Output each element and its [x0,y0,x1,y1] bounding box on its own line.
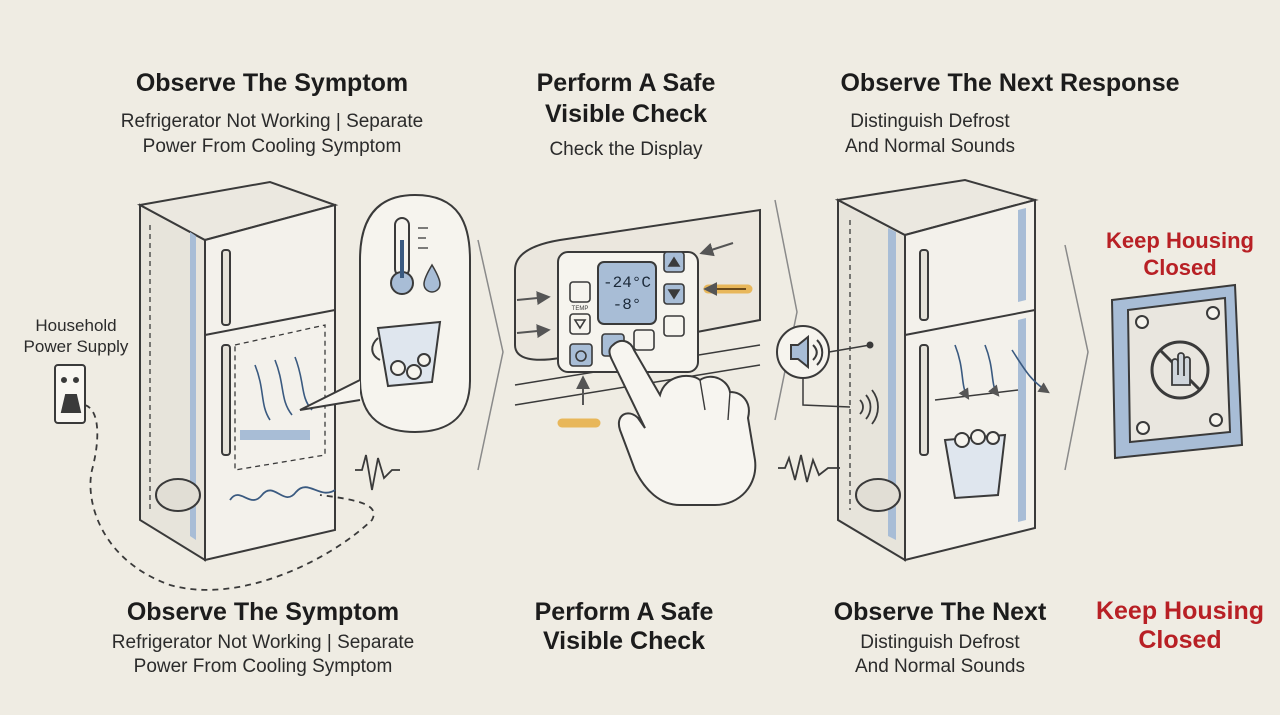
down-arrow-button [569,313,591,335]
step2-subtitle-top: Check the Display [549,139,703,160]
step-separator-3 [1064,244,1089,471]
power-supply-callout: Household Power Supply [23,316,129,356]
refrigerator-open-icon [834,178,1050,562]
step1-subtitle-bottom-2: Power From Cooling Symptom [133,656,393,677]
step1-subtitle-top-1: Refrigerator Not Working | Separate [120,111,424,132]
power-button [569,343,593,367]
step3-title-bottom: Observe The Next [833,598,1047,626]
step3-title-top: Observe The Next Response [840,69,1180,97]
sound-waves-icon [859,389,879,425]
step3-subtitle-bottom-1: Distinguish Defrost [860,632,1020,653]
step-separator-1 [477,239,504,471]
pointer-arrows [516,242,734,405]
step3-subtitle-bottom-2: And Normal Sounds [854,656,1026,677]
ice-bucket-icon-2 [943,429,1007,500]
water-drop-icon [423,263,441,293]
vibration-wave-icon [778,454,840,483]
step-separator-2 [774,199,798,421]
step1-title-top: Observe The Symptom [135,69,409,97]
step2-title-top-2: Visible Check [544,100,708,128]
no-touch-icon [1150,340,1210,400]
step4-title-bottom: Keep Housing Closed [1095,597,1265,654]
gloved-hand-icon [608,339,757,506]
thermometer-button [569,281,591,303]
step1-subtitle-bottom-1: Refrigerator Not Working | Separate [111,632,415,653]
settings-button [663,315,685,337]
step2-title-top-1: Perform A Safe [536,69,716,97]
power-cord [84,404,375,591]
display-screen [597,261,657,325]
power-outlet-icon [54,364,86,424]
step2-title-bottom-1: Perform A Safe [534,598,714,626]
ice-bucket-icon [371,320,442,388]
step1-title-bottom: Observe The Symptom [126,598,400,626]
step3-subtitle-top-2: And Normal Sounds [844,136,1016,157]
display-reading-2: -8° [613,296,642,314]
fan-button [633,329,655,351]
temp-button-label: TEMP [572,306,589,312]
refrigerator-icon [136,180,339,562]
noise-wave-icon [355,454,400,491]
step4-title-top: Keep Housing Closed [1106,228,1254,280]
display-reading-1: -24°C [603,274,651,292]
step1-subtitle-top-2: Power From Cooling Symptom [142,136,402,157]
step2-title-bottom-2: Visible Check [542,627,706,655]
speaker-icon [776,325,874,408]
thermometer-icon [390,217,428,295]
step3-subtitle-top-1: Distinguish Defrost [850,111,1010,132]
